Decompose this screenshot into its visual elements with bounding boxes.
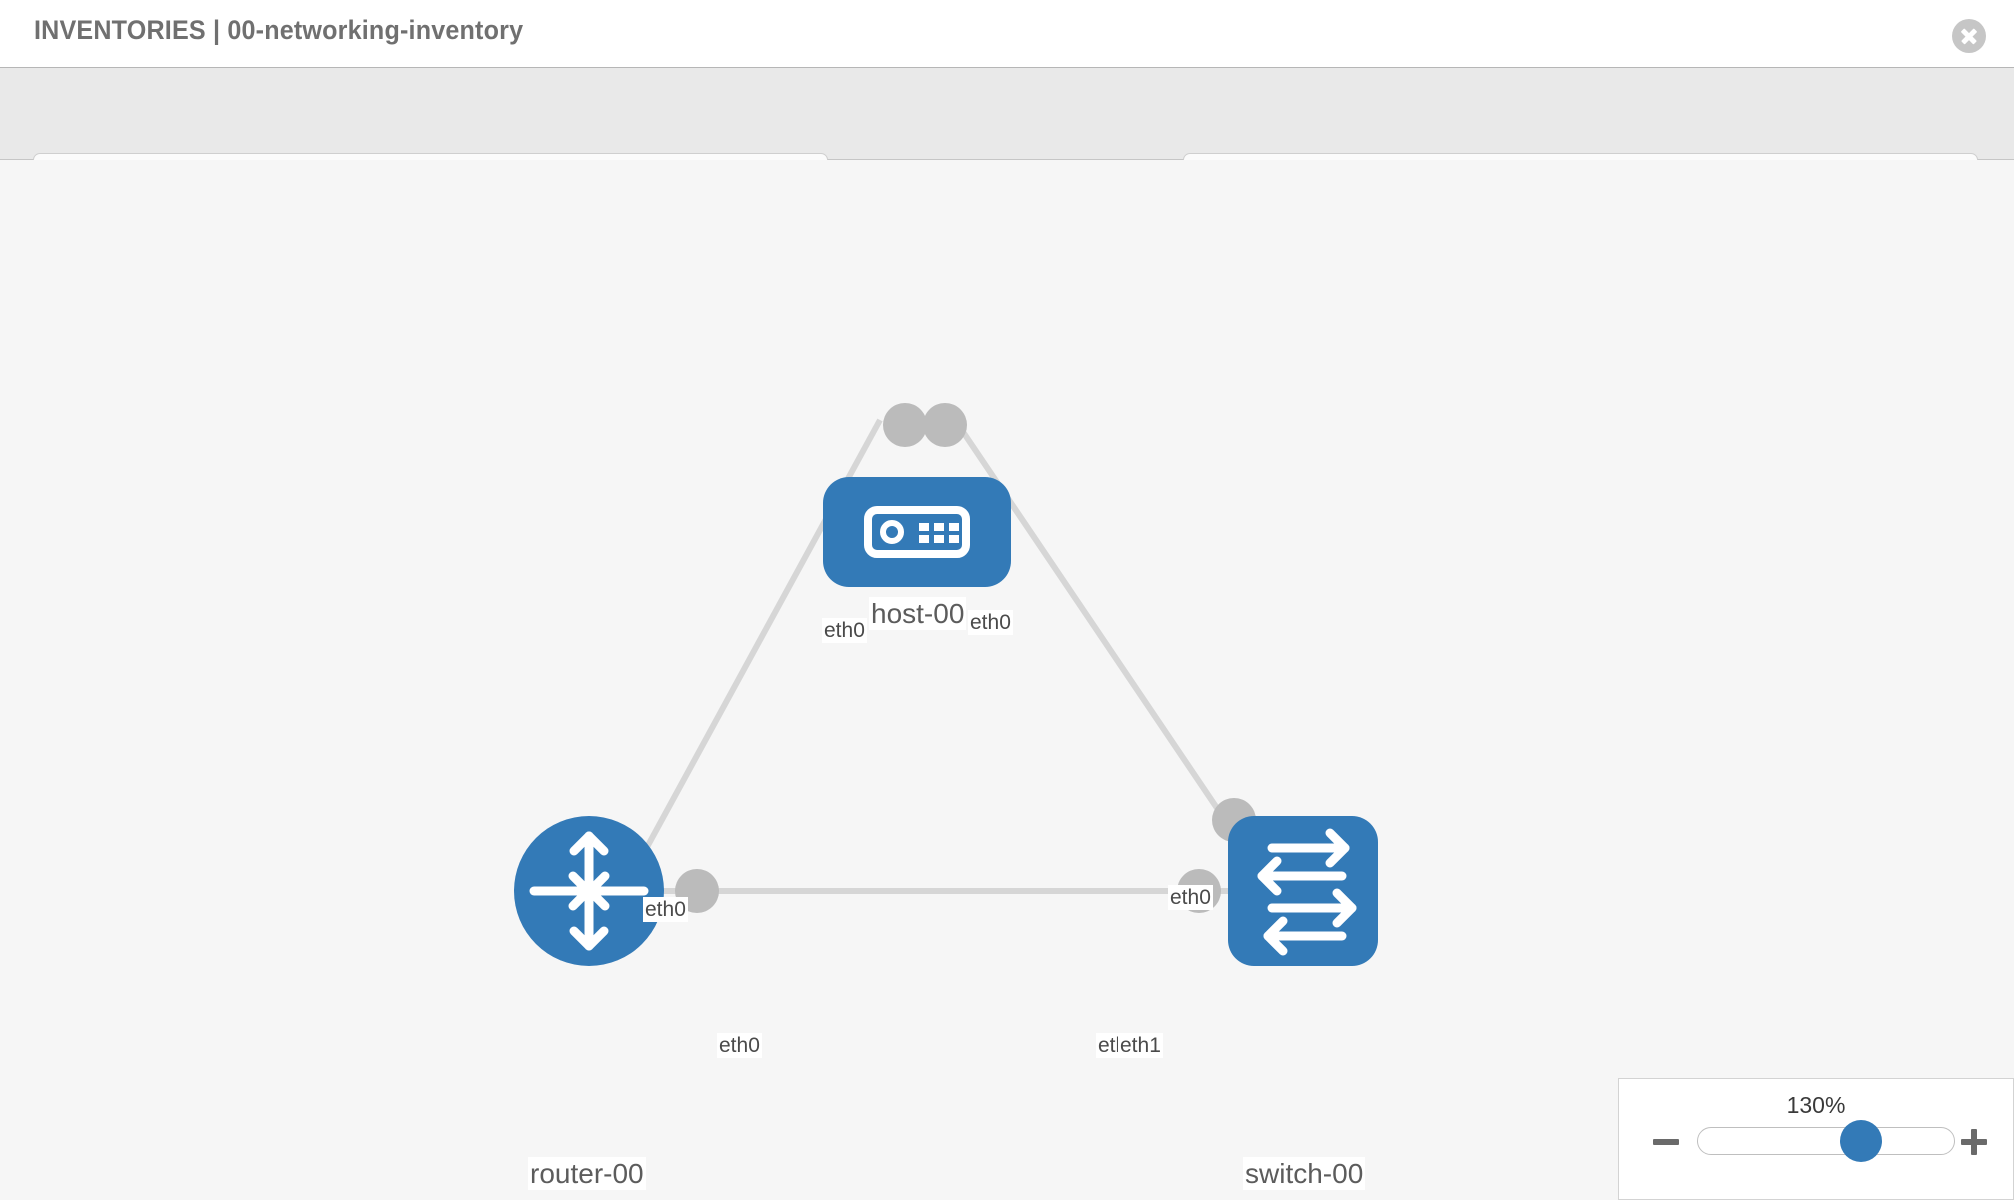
node-label: switch-00 — [1243, 1157, 1366, 1191]
interface-label: eth0 — [1168, 885, 1213, 911]
host-node-shape[interactable] — [823, 477, 1011, 587]
switch-node-shape[interactable] — [1228, 816, 1378, 966]
page-title: INVENTORIES | 00-networking-inventory — [34, 15, 524, 45]
interface-label: eth0 — [717, 1033, 762, 1059]
zoom-slider-thumb[interactable] — [1839, 1120, 1882, 1162]
toolbar: ACTIONS SEARCH — [0, 68, 2014, 211]
switch-arrows-icon — [1257, 828, 1357, 956]
zoom-slider-track[interactable] — [1697, 1127, 1955, 1155]
endpoint-handle[interactable] — [923, 403, 967, 447]
zoom-level-value: 130% — [1786, 1092, 1846, 1118]
interface-label: eth0 — [822, 618, 867, 644]
topology-node-host-00[interactable] — [823, 477, 1011, 587]
close-icon[interactable] — [1952, 19, 1986, 53]
interface-label: eth1 — [1118, 1033, 1163, 1059]
interface-label: eth0 — [968, 610, 1013, 636]
interface-label: eth0 — [643, 897, 688, 923]
node-label: router-00 — [528, 1157, 646, 1191]
router-arrows-icon — [529, 831, 649, 951]
endpoint-handle[interactable] — [883, 403, 927, 447]
topology-graph — [514, 403, 1378, 966]
page-header: INVENTORIES | 00-networking-inventory — [0, 0, 2014, 68]
zoom-out-button[interactable] — [1651, 1127, 1681, 1157]
topology-node-router-00[interactable] — [514, 816, 664, 966]
node-label: host-00 — [869, 597, 967, 631]
topology-canvas[interactable]: eth0eth0eth0eth0eth0eth0eth1 host-00rout… — [0, 160, 2014, 1200]
server-icon — [864, 506, 970, 558]
topology-node-switch-00[interactable] — [1228, 816, 1378, 966]
zoom-in-button[interactable] — [1959, 1127, 1989, 1157]
zoom-control-panel: 130% — [1618, 1078, 2014, 1200]
